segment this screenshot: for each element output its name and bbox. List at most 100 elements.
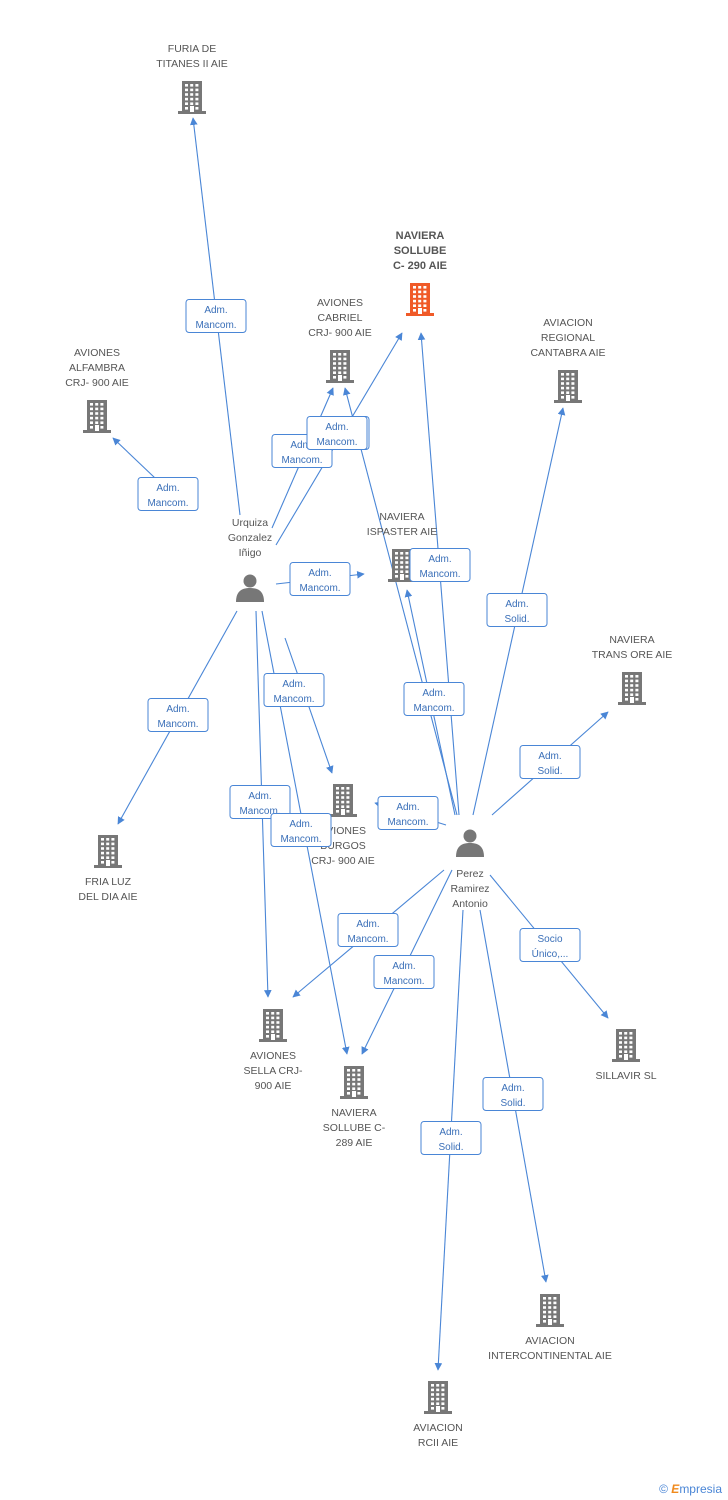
node-frialuz[interactable]: FRIA LUZ DEL DIA AIE <box>78 835 138 903</box>
node-label-line: Gonzalez <box>228 532 272 544</box>
node-label-line: Ramirez <box>450 883 489 895</box>
node-label-line: NAVIERA <box>331 1107 376 1119</box>
edge-label-line: Mancom. <box>387 817 428 828</box>
edge-label-perez-to-regional[interactable]: Adm.Solid. <box>486 593 548 627</box>
edge-label-box <box>185 299 247 333</box>
edge-label-box <box>420 1121 482 1155</box>
node-label-line: ALFAMBRA <box>69 362 125 374</box>
node-burgos[interactable]: AVIONES BURGOS CRJ- 900 AIE <box>311 784 375 867</box>
edge-label-line: Adm. <box>204 305 227 316</box>
edge-label-urquiza-to-sella[interactable]: Adm.Mancom. <box>229 785 291 819</box>
node-label-line: TRANS ORE AIE <box>592 649 673 661</box>
edge-label-box <box>270 813 332 847</box>
edge-label-line: Socio <box>537 934 562 945</box>
node-label-line: BURGOS <box>320 840 366 852</box>
node-label-line: AVIACION <box>413 1422 462 1434</box>
edge-label-perez-to-cabriel[interactable]: Adm.Mancom. <box>306 416 368 450</box>
edge-label-line: Adm. <box>422 688 445 699</box>
edge-label-perez-to-burgos[interactable]: Adm.Mancom. <box>377 796 439 830</box>
person-icon <box>456 829 484 857</box>
edge-labels-layer: Adm. Mancom. Adm. Mancom. Adm. Mancom. Adm. Man… <box>137 299 581 1155</box>
edge-label-box <box>377 796 439 830</box>
edge-label-perez-to-transore[interactable]: Adm. Solid. <box>519 745 581 779</box>
edge-label-line: Adm. <box>538 751 561 762</box>
node-label-line: CRJ- 900 AIE <box>308 327 372 339</box>
edge-label-box <box>482 1077 544 1111</box>
edge-label-box <box>373 955 435 989</box>
edge-label-urquiza-to-ispaster[interactable]: Adm.Mancom. <box>289 562 351 596</box>
edge-label-box <box>306 416 368 450</box>
edge-label-urquiza-to-frialuz[interactable]: Adm.Mancom. <box>147 698 209 732</box>
building-icon <box>340 1066 368 1099</box>
node-label-line: CRJ- 900 AIE <box>65 377 129 389</box>
node-cabriel[interactable]: AVIONES CABRIEL CRJ- 900 AIE <box>308 297 372 383</box>
edge-label-urquiza-to-alfambra[interactable]: Adm.Mancom. <box>137 477 199 511</box>
edge-label-line: Adm. <box>392 961 415 972</box>
node-label-line: AVIONES <box>250 1050 296 1062</box>
edge-label-line: Mancom. <box>413 703 454 714</box>
node-label-line: DEL DIA AIE <box>78 891 137 903</box>
node-label-line: AVIONES <box>320 825 366 837</box>
edge-label-perez-to-ispaster[interactable]: Adm. Mancom. <box>403 682 465 716</box>
edge-label-perez-to-intercontinental[interactable]: Adm.Solid. <box>482 1077 544 1111</box>
node-sillavir[interactable]: SILLAVIR SL <box>595 1029 657 1082</box>
node-label-line: CABRIEL <box>318 312 363 324</box>
building-icon <box>536 1294 564 1327</box>
edge-label-perez-to-naviera290[interactable]: Adm. Mancom. <box>409 548 471 582</box>
node-label-line: Urquiza <box>232 517 268 529</box>
brand-name: mpresia <box>679 1482 722 1496</box>
building-icon <box>424 1381 452 1414</box>
edge-label-line: Mancom. <box>273 694 314 705</box>
edge-label-line: Mancom. <box>239 806 280 817</box>
node-label-line: CRJ- 900 AIE <box>311 855 375 867</box>
copyright-symbol: © <box>659 1482 668 1496</box>
edge-label-line: Adm. <box>505 599 528 610</box>
edge-label-line: Mancom. <box>347 934 388 945</box>
node-label-line: AVIACION <box>543 317 592 329</box>
node-transore[interactable]: NAVIERA TRANS ORE AIE <box>592 634 673 705</box>
node-label-line: AVIONES <box>317 297 363 309</box>
edge-perez-to-cabriel <box>343 387 458 816</box>
edge-label-box <box>519 745 581 779</box>
building-icon <box>94 835 122 868</box>
edge-label-perez-to-sella[interactable]: Adm. Mancom. <box>337 913 399 947</box>
edge-label-perez-to-rcii[interactable]: Adm.Solid. <box>420 1121 482 1155</box>
edge-label-line: Adm. <box>166 704 189 715</box>
edge-urquiza-to-alfambra <box>112 437 156 479</box>
edge-label-urquiza-to-burgos[interactable]: Adm.Mancom. <box>263 673 325 707</box>
edge-label-line: Adm. <box>290 440 313 451</box>
edge-label-line: Mancom. <box>419 569 460 580</box>
brand-watermark: © Empresia <box>659 1482 722 1496</box>
node-label-line: NAVIERA <box>609 634 654 646</box>
edge-label-line: Mancom. <box>147 498 188 509</box>
edge-label-line: Adm. <box>439 1127 462 1138</box>
node-label-line: 900 AIE <box>255 1080 292 1092</box>
node-label-line: FRIA LUZ <box>85 876 132 888</box>
edge-label-line: Adm. <box>428 554 451 565</box>
edge-label-box <box>263 673 325 707</box>
edge-label-line: Adm. <box>356 919 379 930</box>
node-label-line: NAVIERA <box>379 511 424 523</box>
building-icon <box>83 400 111 433</box>
edge-label-urquiza-to-furia[interactable]: Adm.Mancom. <box>185 299 247 333</box>
edge-label-line: Mancom. <box>280 834 321 845</box>
edge-label-line: Único,... <box>532 947 569 960</box>
node-label-line: CANTABRA AIE <box>530 347 605 359</box>
building-icon <box>178 81 206 114</box>
edge-label-line: Solid. <box>537 766 562 777</box>
building-icon <box>329 784 357 817</box>
edge-label-perez-to-sillavir[interactable]: SocioÚnico,... <box>519 928 581 962</box>
edge-label-urquiza-to-naviera289[interactable]: Adm.Mancom. <box>270 813 332 847</box>
edge-label-perez-to-naviera289[interactable]: Adm.Mancom. <box>373 955 435 989</box>
